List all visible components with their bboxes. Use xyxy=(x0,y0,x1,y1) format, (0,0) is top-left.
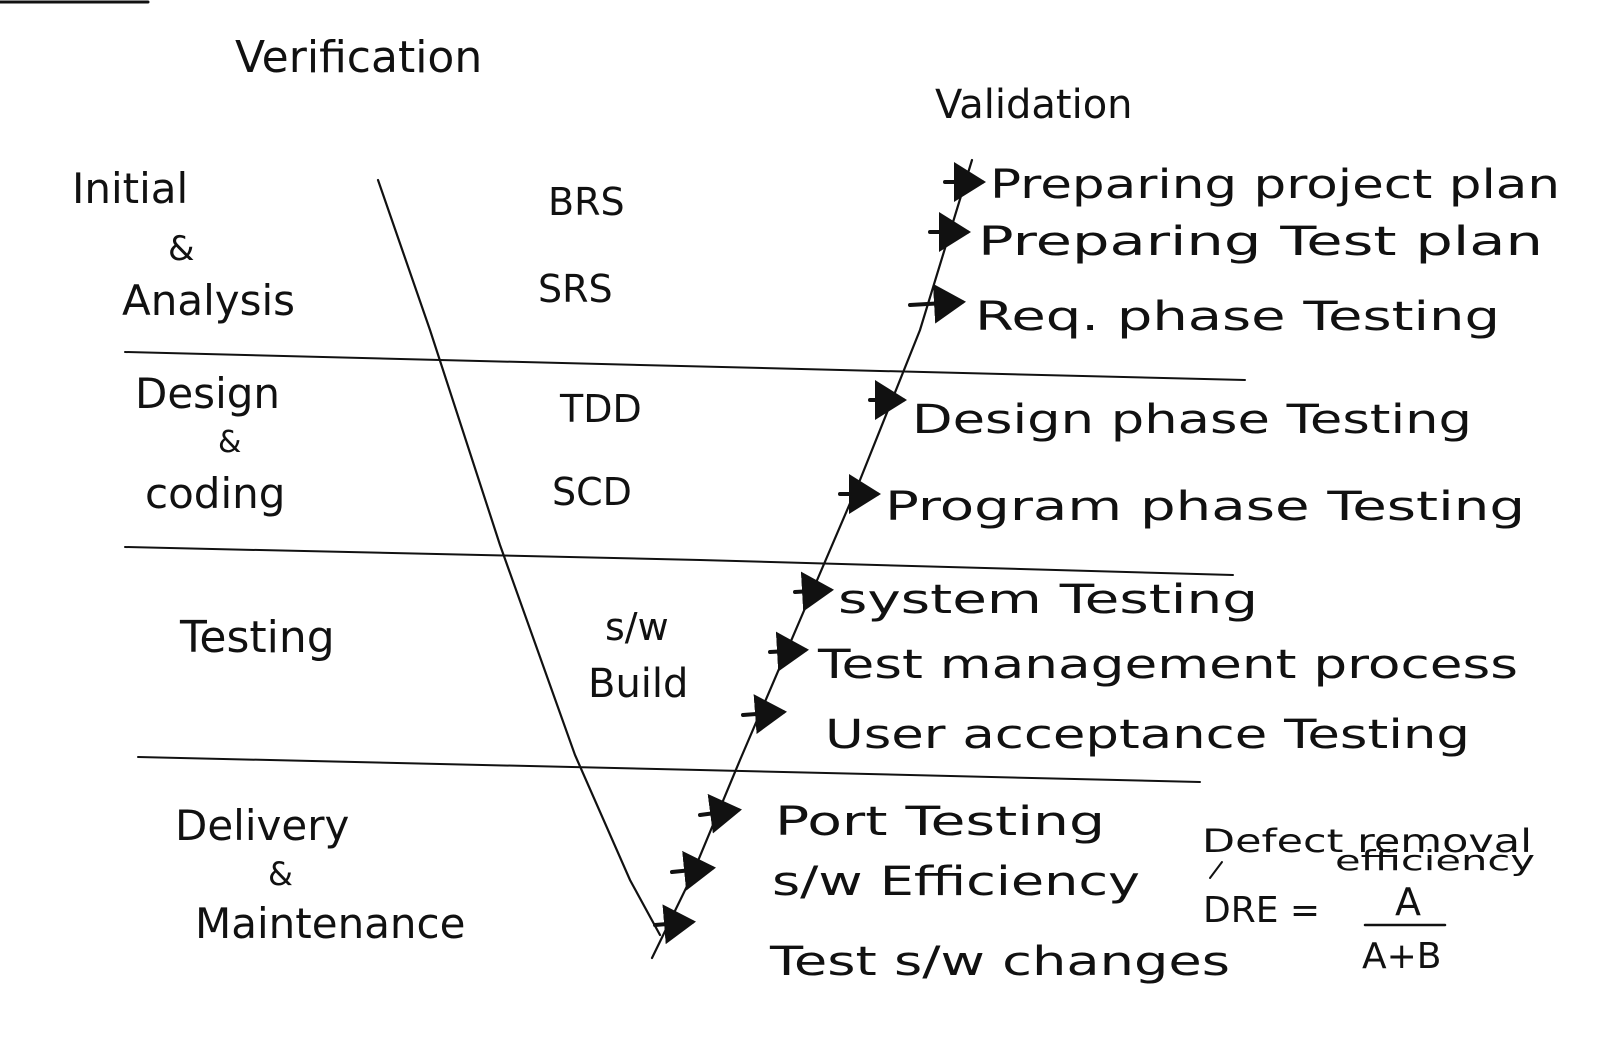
phase-label-line1: Design xyxy=(135,369,280,418)
doc-build: Build xyxy=(588,661,688,707)
dre-pointer xyxy=(1209,861,1223,879)
arrow-icon xyxy=(768,631,809,672)
arrow-icon xyxy=(698,793,742,834)
validation-item: Design phase Testing xyxy=(912,397,1472,443)
phase-label-line1: Testing xyxy=(179,612,335,663)
validation-header: Validation xyxy=(935,82,1133,128)
arrow-icon xyxy=(908,283,966,324)
doc-scd: SCD xyxy=(552,470,632,514)
dre-denominator: A+B xyxy=(1362,936,1442,977)
validation-item: system Testing xyxy=(838,577,1258,623)
phase-label-line2: & xyxy=(268,855,293,893)
phase-divider-2 xyxy=(124,546,1234,576)
phase-label-line1: Delivery xyxy=(175,801,349,850)
doc-tdd: TDD xyxy=(559,387,642,431)
doc-srs: SRS xyxy=(538,267,613,311)
v-left-arm xyxy=(376,178,662,937)
dre-lhs: DRE = xyxy=(1203,890,1320,931)
dre-formula: Defect removal efficiency DRE = A A+B xyxy=(1202,822,1535,977)
doc-sw: s/w xyxy=(605,605,669,649)
phase-label-line2: & xyxy=(218,425,241,460)
phase-design-coding: Design & coding xyxy=(135,369,285,518)
phase-initial-analysis: Initial & Analysis xyxy=(72,164,295,325)
phase-label-line1: Initial xyxy=(72,164,188,213)
validation-item: Preparing project plan xyxy=(990,162,1560,208)
validation-item: Req. phase Testing xyxy=(975,294,1500,340)
phase-label-line3: Analysis xyxy=(122,276,295,325)
phase-delivery-maintenance: Delivery & Maintenance xyxy=(175,801,465,948)
doc-brs: BRS xyxy=(548,180,625,224)
validation-item: Test s/w changes xyxy=(769,939,1230,985)
arrow-icon xyxy=(670,850,716,891)
validation-item: Program phase Testing xyxy=(885,484,1525,530)
arrow-icon xyxy=(653,904,696,945)
verification-header: Verification xyxy=(235,32,482,83)
validation-item: Preparing Test plan xyxy=(978,219,1543,265)
phase-divider-3 xyxy=(137,756,1201,783)
phase-label-line3: coding xyxy=(145,469,285,518)
validation-item: User acceptance Testing xyxy=(825,712,1470,758)
dre-label-line1: Defect removal xyxy=(1202,822,1532,860)
dre-numerator: A xyxy=(1395,880,1421,924)
dre-label-line2: efficiency xyxy=(1335,844,1535,877)
validation-item: s/w Efficiency xyxy=(772,859,1140,905)
phase-divider-1 xyxy=(124,351,1246,381)
phase-label-line3: Maintenance xyxy=(195,899,465,948)
arrow-icon xyxy=(741,694,787,735)
phase-testing: Testing xyxy=(179,612,335,663)
arrow-icon xyxy=(793,571,834,612)
validation-item: Test management process xyxy=(817,642,1518,688)
phase-label-line2: & xyxy=(168,229,195,269)
validation-item: Port Testing xyxy=(775,799,1105,845)
